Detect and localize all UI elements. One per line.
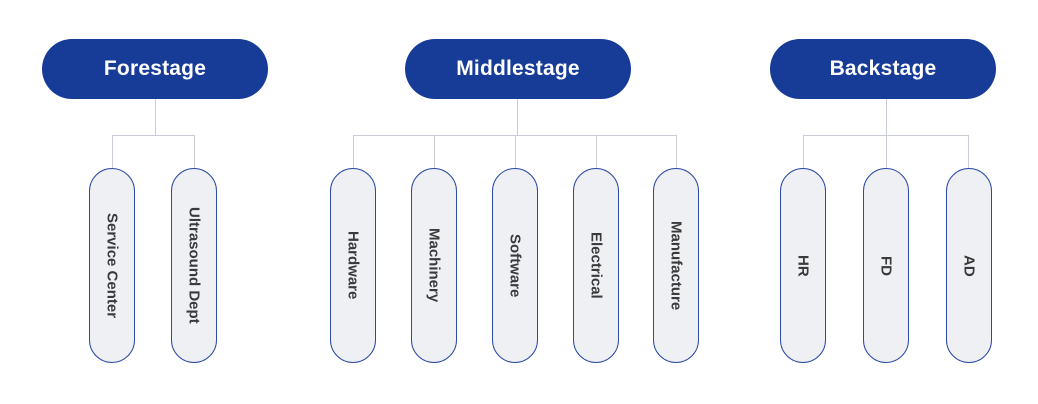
connector-middlestage-drop-5: [676, 135, 677, 168]
dept-node-ultrasound-dept: Ultrasound Dept: [171, 168, 217, 363]
connector-middlestage-drop-3: [515, 135, 516, 168]
dept-label: Machinery: [425, 228, 443, 303]
connector-backstage-stem: [886, 99, 887, 136]
connector-backstage-drop-3: [968, 135, 969, 168]
dept-node-machinery: Machinery: [411, 168, 457, 363]
dept-node-manufacture: Manufacture: [653, 168, 699, 363]
connector-forestage-drop-2: [194, 135, 195, 168]
dept-node-hr: HR: [780, 168, 826, 363]
connector-middlestage-stem: [517, 99, 518, 136]
dept-node-electrical: Electrical: [573, 168, 619, 363]
dept-label: AD: [960, 254, 978, 277]
connector-backstage-drop-2: [886, 135, 887, 168]
group-header-forestage: Forestage: [42, 39, 268, 99]
dept-label: Ultrasound Dept: [185, 207, 203, 324]
dept-label: Service Center: [103, 212, 121, 319]
dept-label: FD: [877, 255, 895, 276]
dept-node-hardware: Hardware: [330, 168, 376, 363]
dept-node-ad: AD: [946, 168, 992, 363]
group-header-middlestage: Middlestage: [405, 39, 631, 99]
connector-backstage-drop-1: [803, 135, 804, 168]
connector-forestage-drop-1: [112, 135, 113, 168]
dept-node-service-center: Service Center: [89, 168, 135, 363]
connector-forestage-stem: [155, 99, 156, 136]
dept-label: Electrical: [587, 232, 605, 299]
dept-label: HR: [794, 254, 812, 277]
connector-middlestage-drop-1: [353, 135, 354, 168]
connector-middlestage-drop-2: [434, 135, 435, 168]
connector-middlestage-drop-4: [596, 135, 597, 168]
connector-forestage-bar: [112, 135, 195, 136]
dept-node-fd: FD: [863, 168, 909, 363]
dept-label: Software: [506, 233, 524, 298]
dept-label: Manufacture: [667, 220, 685, 311]
dept-node-software: Software: [492, 168, 538, 363]
dept-label: Hardware: [344, 231, 362, 300]
group-header-backstage: Backstage: [770, 39, 996, 99]
